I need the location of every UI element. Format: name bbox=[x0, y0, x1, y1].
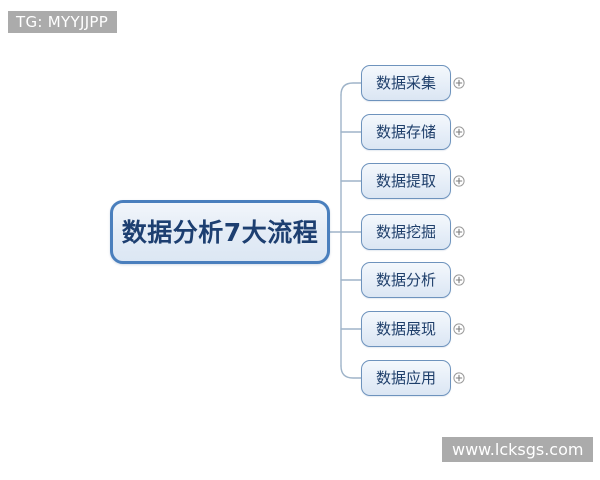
branch-node-label: 数据挖掘 bbox=[375, 222, 436, 241]
branch-node-label: 数据分析 bbox=[375, 270, 436, 289]
plus-circle-icon[interactable] bbox=[453, 274, 465, 286]
connector-branch-7 bbox=[340, 365, 362, 379]
plus-circle-icon[interactable] bbox=[453, 126, 465, 138]
root-node[interactable]: 数据分析7大流程 bbox=[110, 200, 330, 264]
branch-node-3[interactable]: 数据提取 bbox=[361, 163, 451, 199]
branch-node-4[interactable]: 数据挖掘 bbox=[361, 214, 451, 250]
branch-node-label: 数据存储 bbox=[375, 122, 436, 141]
branch-node-7[interactable]: 数据应用 bbox=[361, 360, 451, 396]
branch-node-1[interactable]: 数据采集 bbox=[361, 65, 451, 101]
branch-node-label: 数据提取 bbox=[375, 171, 436, 190]
branch-node-label: 数据应用 bbox=[375, 368, 436, 387]
branch-node-2[interactable]: 数据存储 bbox=[361, 114, 451, 150]
plus-circle-icon[interactable] bbox=[453, 372, 465, 384]
plus-circle-icon[interactable] bbox=[453, 323, 465, 335]
plus-circle-icon[interactable] bbox=[453, 226, 465, 238]
branch-node-label: 数据采集 bbox=[375, 73, 436, 92]
plus-circle-icon[interactable] bbox=[453, 77, 465, 89]
branch-node-6[interactable]: 数据展现 bbox=[361, 311, 451, 347]
watermark-bottom-right: www.lcksgs.com bbox=[442, 437, 594, 462]
branch-node-label: 数据展现 bbox=[375, 319, 436, 338]
plus-circle-icon[interactable] bbox=[453, 175, 465, 187]
branch-node-5[interactable]: 数据分析 bbox=[361, 262, 451, 298]
watermark-bottom-right-label: www.lcksgs.com bbox=[452, 439, 584, 459]
watermark-top-left-label: TG: MYYJJPP bbox=[16, 12, 109, 31]
connector-branch-1 bbox=[340, 82, 362, 96]
watermark-top-left: TG: MYYJJPP bbox=[8, 11, 118, 33]
root-node-label: 数据分析7大流程 bbox=[121, 217, 319, 247]
